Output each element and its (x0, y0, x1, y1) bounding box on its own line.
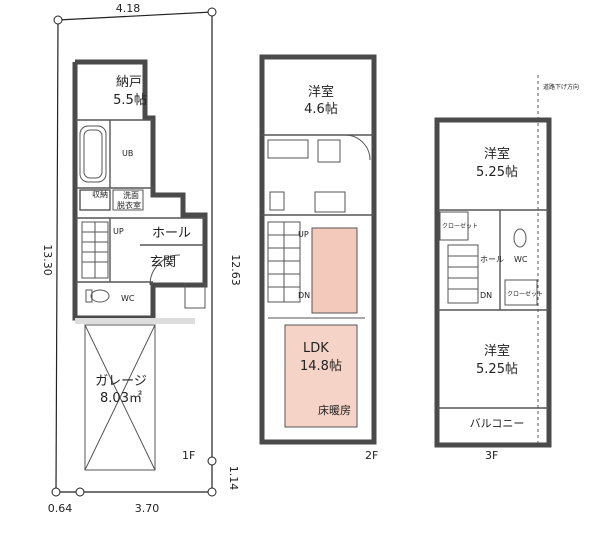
dim-bottom-left: 0.64 (48, 502, 73, 515)
washroom-cabinet (79, 189, 111, 211)
dim-bottom-mid: 3.70 (135, 502, 160, 515)
up-label-1f: UP (113, 227, 124, 236)
nando-name: 納戸 (116, 75, 142, 90)
floor-label-1f: 1F (182, 449, 195, 462)
ldk-name: LDK (303, 341, 329, 356)
wc-label-1f: WC (121, 294, 135, 303)
hall-label: ホール (152, 226, 191, 241)
floor-label-3f: 3F (485, 449, 498, 462)
floor-1f: 納戸 5.5帖 UB 洗面 脱衣室 収納 ホール 玄関 WC UP ガレージ 8… (41, 2, 242, 515)
garage-size: 8.03㎡ (100, 391, 142, 406)
stairs-3f (447, 244, 479, 304)
closet-1 (439, 211, 469, 241)
wall-3f-exterior (434, 117, 552, 448)
kitchen-counter (267, 139, 309, 159)
storage-small-label: 収納 (92, 189, 108, 199)
yoshitsu-name-2f: 洋室 (308, 84, 334, 100)
entrance-door-swing (149, 254, 181, 286)
site-corner-marker (207, 7, 217, 17)
dim-right: 12.63 (229, 254, 242, 286)
hall-label-3f: ホール (480, 255, 504, 264)
fridge (269, 191, 285, 211)
door-swing-2f (344, 134, 371, 161)
garage-area (84, 324, 156, 471)
dim-left: 13.30 (41, 244, 54, 276)
garage-header (75, 318, 195, 324)
site-corner-marker (51, 487, 61, 497)
closet-2 (504, 279, 538, 306)
heated-floor-area (311, 227, 358, 314)
stairs-2f (267, 221, 301, 303)
floor-label-2f: 2F (365, 449, 378, 462)
wall-2f-exterior (259, 54, 377, 445)
ldk-size: 14.8帖 (300, 359, 342, 374)
dn-label-3f: DN (480, 291, 492, 300)
toilet-tank (85, 289, 93, 303)
room1-name-3f: 洋室 (484, 146, 510, 162)
sink (314, 191, 346, 213)
balcony-label: バルコニー (470, 417, 525, 430)
garage-diagonal (84, 324, 156, 471)
road-direction-note: 道路下げ方向 (543, 83, 579, 91)
stairs-1f (81, 221, 109, 279)
toilet-icon-3f (513, 228, 527, 248)
nando-size: 5.5帖 (113, 93, 147, 108)
closet1-label: クローゼット (442, 222, 478, 230)
washroom-label: 洗面 (123, 190, 139, 200)
bathtub-inner (83, 129, 103, 179)
floor-2f: 洋室 4.6帖 UP DN LDK 14.8帖 床暖房 2F (259, 54, 378, 462)
dim-bottom-right: 1.14 (227, 466, 240, 491)
up-label-2f: UP (298, 230, 309, 239)
stove (317, 139, 341, 163)
site-boundary (55, 11, 213, 493)
room2-name-3f: 洋室 (484, 343, 510, 359)
wall-1f-exterior (72, 59, 208, 321)
site-corner-marker (207, 456, 217, 466)
dressing-label: 脱衣室 (117, 200, 141, 210)
entrance-label: 玄関 (150, 255, 176, 270)
dn-label-2f: DN (298, 291, 310, 300)
toilet-icon (90, 289, 110, 303)
wc-label-3f: WC (514, 255, 528, 264)
yoshitsu-size-2f: 4.6帖 (304, 102, 338, 117)
dim-top: 4.18 (116, 2, 141, 15)
bathtub-icon (79, 125, 107, 183)
floor-heating-label: 床暖房 (318, 403, 351, 417)
entrance-step (184, 282, 206, 309)
dressing-area (112, 189, 144, 211)
ldk-heated-area (284, 324, 358, 428)
site-corner-marker (53, 15, 63, 25)
ub-label: UB (122, 149, 133, 158)
room1-size-3f: 5.25帖 (476, 165, 518, 180)
site-corner-marker (207, 487, 217, 497)
closet2-label: クローゼット (507, 290, 543, 298)
room2-size-3f: 5.25帖 (476, 362, 518, 377)
floor-3f: 道路下げ方向 洋室 5.25帖 クローゼット ホール WC DN クローゼット … (434, 75, 579, 462)
site-corner-marker (75, 487, 85, 497)
garage-name: ガレージ (95, 374, 147, 389)
